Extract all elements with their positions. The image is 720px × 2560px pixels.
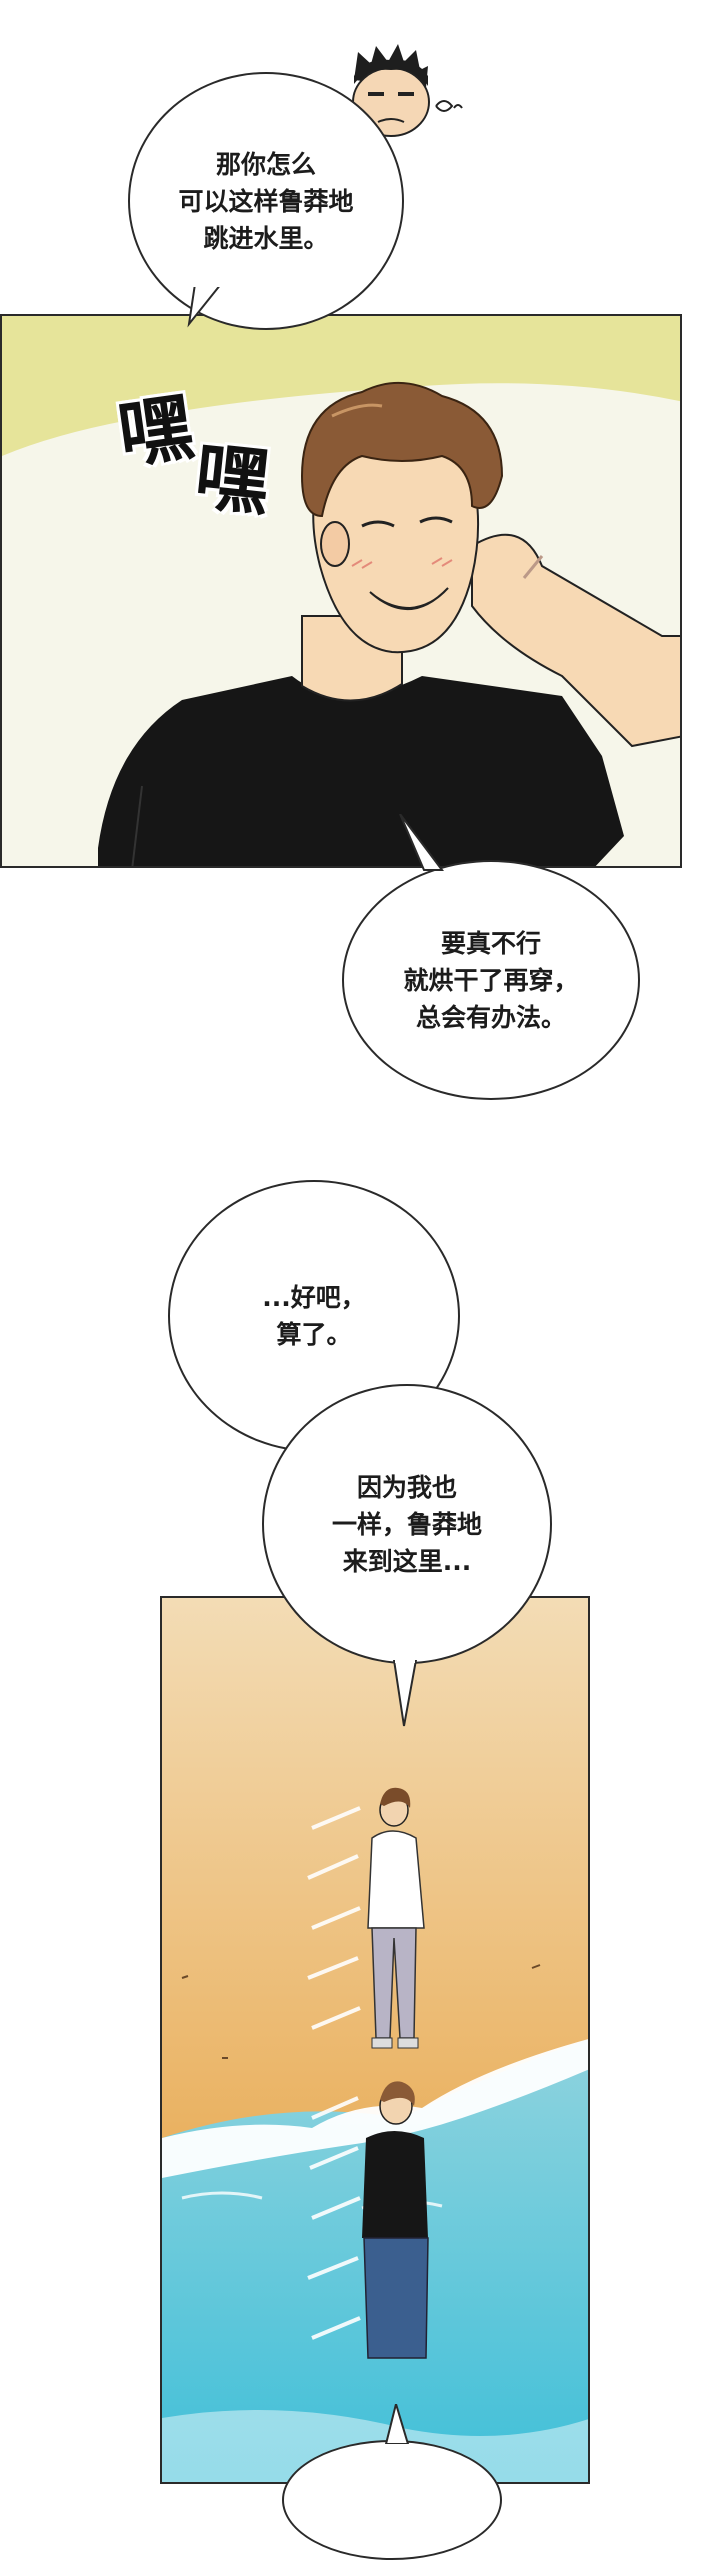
speech-bubble-4: 因为我也 一样，鲁莽地 来到这里... xyxy=(262,1384,552,1664)
speech-bubble-1: 那你怎么 可以这样鲁莽地 跳进水里。 xyxy=(128,72,404,330)
speech-bubble-partial-bottom xyxy=(282,2440,502,2560)
sfx-laugh-2: 嘿 xyxy=(191,433,270,527)
panel-2-art xyxy=(162,1598,588,2482)
panel-beach-scene xyxy=(160,1596,590,2484)
bubble-1-tail xyxy=(187,284,223,328)
speech-bubble-2: 要真不行 就烘干了再穿， 总会有办法。 xyxy=(342,860,640,1100)
speech-bubble-2-text: 要真不行 就烘干了再穿， 总会有办法。 xyxy=(403,928,579,1032)
bubble-4-tail xyxy=(392,1660,418,1727)
speech-bubble-3: ...好吧， 算了。 xyxy=(168,1180,460,1452)
figure-white-shirt xyxy=(367,1787,425,2049)
bubble-bottom-tail xyxy=(384,2404,410,2444)
panel-laughing-man xyxy=(0,314,682,868)
speech-bubble-3-text: ...好吧， 算了。 xyxy=(262,1283,366,1349)
bubble-2-tail xyxy=(399,814,444,871)
speed-lines xyxy=(307,1806,361,2340)
panel-1-art xyxy=(2,316,680,866)
speech-bubble-4-text: 因为我也 一样，鲁莽地 来到这里... xyxy=(331,1472,482,1576)
sfx-laugh-1: 嘿 xyxy=(113,384,195,480)
speech-bubble-1-text: 那你怎么 可以这样鲁莽地 跳进水里。 xyxy=(178,149,354,253)
figure-black-shirt xyxy=(362,2081,429,2359)
